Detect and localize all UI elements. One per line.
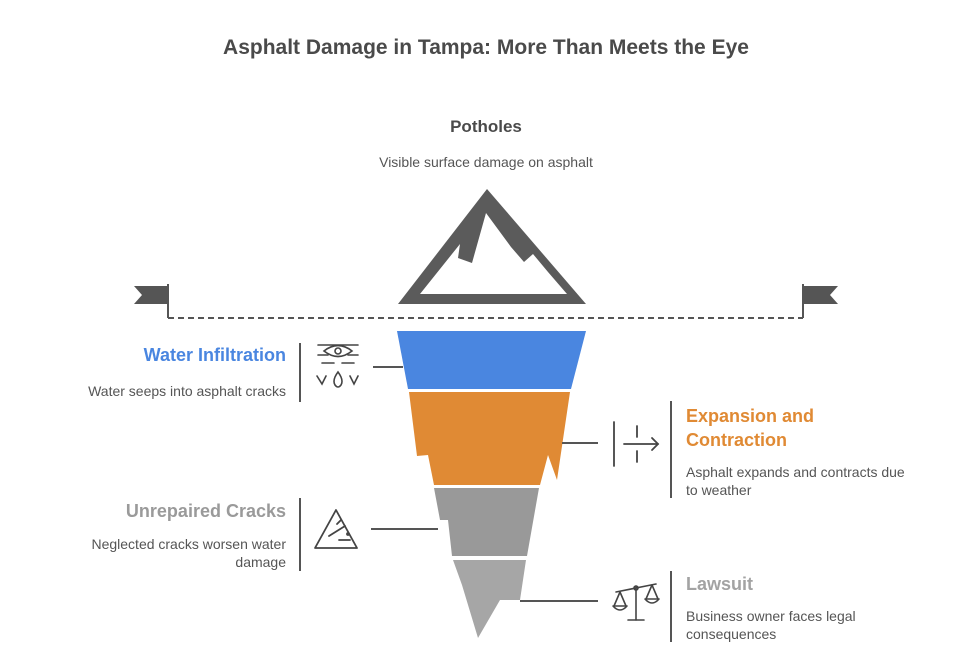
potholes-title: Potholes — [450, 117, 522, 136]
layer-lawsuit — [453, 560, 526, 638]
potholes-description: Visible surface damage on asphalt — [379, 154, 593, 170]
unrepaired-cracks-title: Unrepaired Cracks — [125, 501, 286, 521]
water-infiltration-description: Water seeps into asphalt cracks — [88, 383, 286, 399]
expansion-title-line1: Expansion and — [686, 406, 815, 426]
warning-triangle-icon — [314, 509, 358, 549]
water-drop-icon — [316, 344, 359, 388]
water-infiltration-title: Water Infiltration — [143, 345, 286, 365]
expansion-description-line1: Asphalt expands and contracts due — [686, 464, 905, 480]
lawsuit-description-line2: consequences — [686, 626, 777, 642]
unrepaired-cracks-description: Neglected cracks worsen water damage — [40, 535, 286, 571]
expansion-title-line2: Contraction — [686, 430, 787, 450]
scales-icon — [612, 583, 660, 621]
layer-water-infiltration — [397, 331, 586, 389]
right-flag-icon — [802, 284, 838, 318]
lawsuit-description-line1: Business owner faces legal — [686, 608, 856, 624]
expansion-description: Asphalt expands and contracts due to wea… — [686, 463, 956, 499]
expansion-title: Expansion and Contraction — [686, 404, 946, 452]
unrepaired-description-line1: Neglected cracks worsen water — [91, 536, 286, 552]
iceberg-tip-icon — [398, 189, 586, 304]
lawsuit-title: Lawsuit — [686, 574, 754, 594]
expand-arrow-icon — [613, 421, 660, 467]
lawsuit-description: Business owner faces legal consequences — [686, 607, 956, 643]
unrepaired-description-line2: damage — [235, 554, 286, 570]
expansion-description-line2: to weather — [686, 482, 752, 498]
left-flag-icon — [134, 284, 169, 318]
page-title: Asphalt Damage in Tampa: More Than Meets… — [223, 36, 749, 59]
layer-unrepaired — [434, 488, 539, 556]
layer-expansion — [409, 392, 570, 485]
